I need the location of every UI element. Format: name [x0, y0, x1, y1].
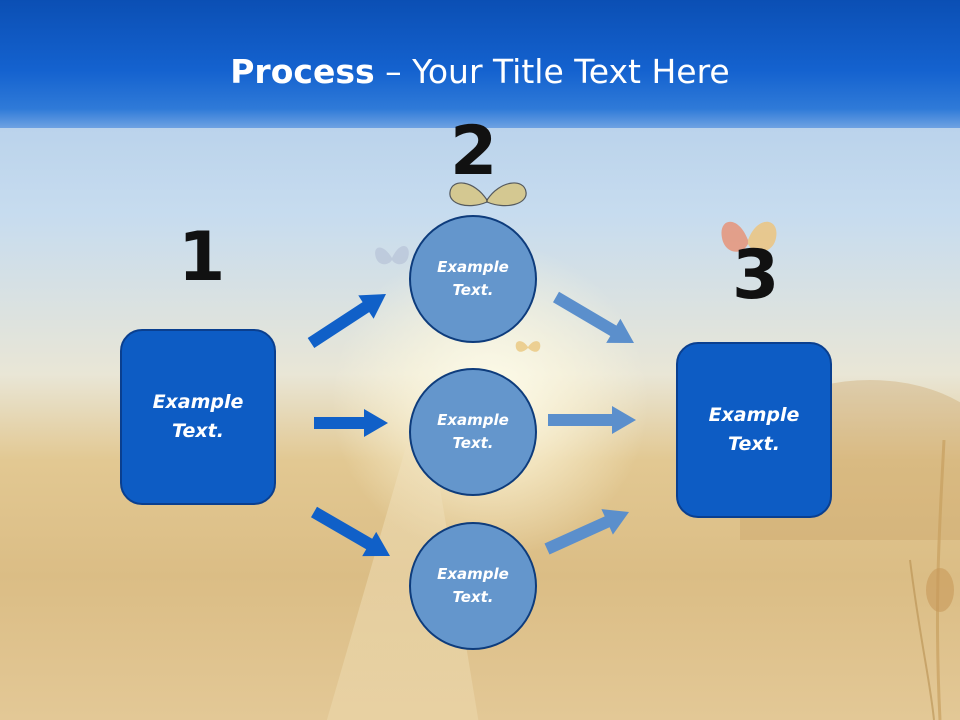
- arrow-bottom-to-3: [544, 509, 629, 555]
- title-band: [0, 0, 960, 128]
- arrow-1-to-top: [307, 294, 386, 348]
- step-number-1: 1: [178, 218, 226, 297]
- arrow-1-to-middle: [314, 409, 388, 437]
- arrow-middle-to-3: [548, 406, 636, 434]
- title-bold: Process: [230, 52, 375, 91]
- step-3-box: Example Text.: [676, 342, 832, 518]
- grass-stalk: [909, 440, 954, 720]
- step-2-circle-middle: Example Text.: [409, 368, 537, 496]
- title-rest: – Your Title Text Here: [374, 52, 730, 91]
- step-1-text: Example Text.: [152, 391, 244, 442]
- step-number-3: 3: [732, 236, 780, 315]
- circle-top-text: Example Text.: [437, 258, 509, 299]
- butterfly-icon: [375, 245, 409, 265]
- step-1-box: Example Text.: [120, 329, 276, 505]
- step-3-text: Example Text.: [708, 404, 800, 455]
- circle-bottom-text: Example Text.: [437, 565, 509, 606]
- step-2-circle-bottom: Example Text.: [409, 522, 537, 650]
- step-number-2: 2: [450, 112, 498, 191]
- arrow-1-to-bottom: [311, 506, 390, 557]
- butterfly-icon: [721, 221, 777, 252]
- step-2-circle-top: Example Text.: [409, 215, 537, 343]
- circle-middle-text: Example Text.: [437, 411, 509, 452]
- butterfly-icon: [449, 182, 527, 207]
- arrow-top-to-3: [553, 291, 634, 343]
- page-title: Process – Your Title Text Here: [0, 52, 960, 91]
- butterfly-icon: [515, 341, 541, 352]
